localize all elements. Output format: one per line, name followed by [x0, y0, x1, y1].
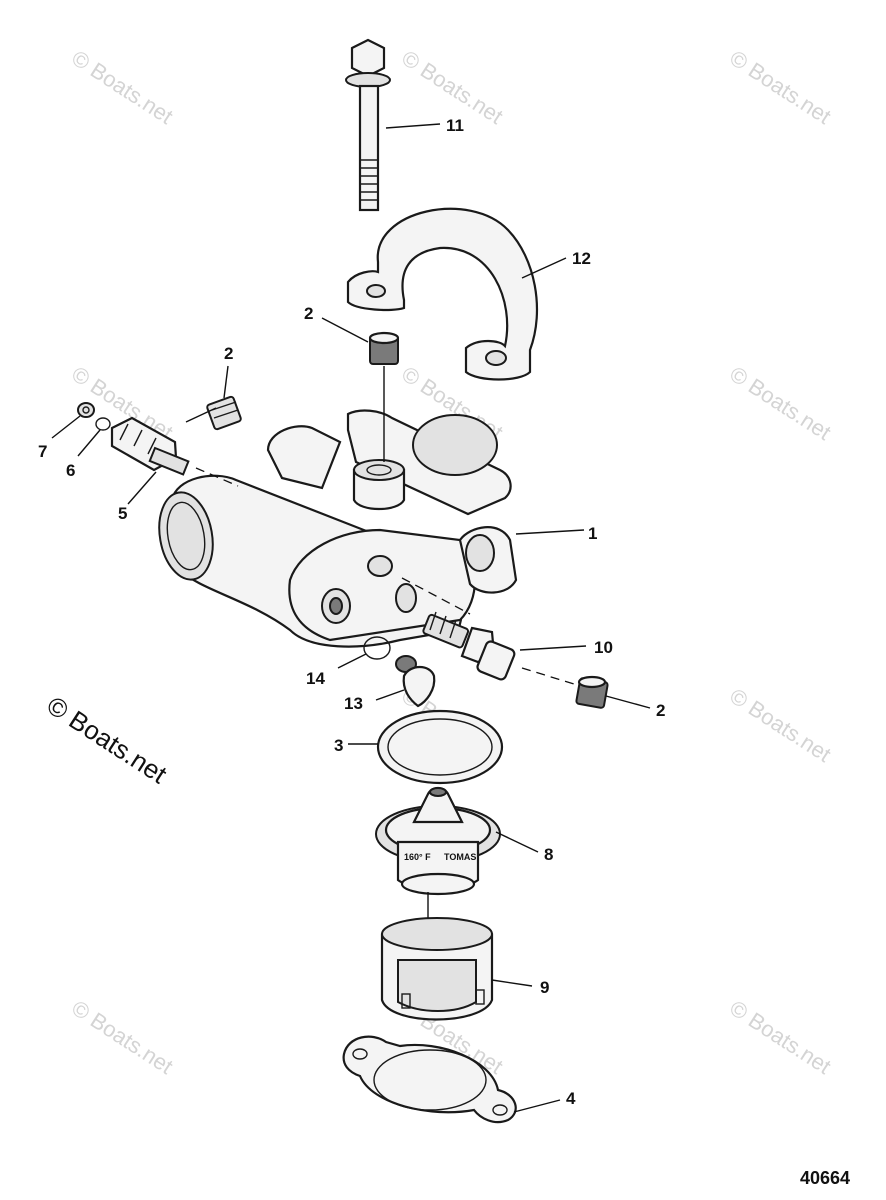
callout-12: 12: [572, 249, 591, 268]
callout-2-top: 2: [304, 304, 313, 323]
callout-5: 5: [118, 504, 127, 523]
callout-14: 14: [306, 669, 325, 688]
callout-1: 1: [588, 524, 597, 543]
part-sleeve: [380, 917, 494, 1021]
callout-7: 7: [38, 442, 47, 461]
callout-8: 8: [544, 845, 553, 864]
assembly-lines: [185, 366, 575, 918]
thermostat-brand-mark: TOMAS: [444, 852, 476, 862]
watermark: © Boats.net: [725, 683, 835, 767]
part-bleed-screw: [395, 655, 436, 708]
part-temp-sensor: [422, 611, 516, 681]
callout-9: 9: [540, 978, 549, 997]
part-nut: [77, 402, 95, 418]
callout-4: 4: [566, 1089, 576, 1108]
watermark: © Boats.net: [67, 995, 177, 1079]
watermark: © Boats.net: [725, 995, 835, 1079]
part-sender: [110, 416, 190, 476]
leader-lines: [51, 123, 651, 1113]
watermark: © Boats.net: [67, 45, 177, 129]
watermark: © Boats.net: [725, 361, 835, 445]
callout-labels: 11 12 2 2 7 6 5 1 10 2 14 13 3 8 9 4: [38, 116, 665, 1108]
part-bracket: [346, 207, 539, 381]
callout-11: 11: [446, 116, 464, 135]
part-plug-right: [575, 675, 609, 709]
callout-10: 10: [594, 638, 613, 657]
part-bolt: [345, 38, 391, 212]
callout-2-right: 2: [656, 701, 665, 720]
part-washer: [95, 417, 111, 431]
part-thermostat-housing: [158, 409, 518, 648]
callout-13: 13: [344, 694, 363, 713]
part-seal: [376, 709, 504, 785]
part-plug-top: [368, 331, 400, 365]
watermark: © Boats.net: [725, 45, 835, 129]
part-gasket: [342, 1035, 517, 1124]
callout-2-left: 2: [224, 344, 233, 363]
part-plug-left: [206, 395, 242, 431]
callout-3: 3: [334, 736, 343, 755]
figure-number: 40664: [800, 1168, 850, 1188]
thermostat-temp-mark: 160° F: [404, 852, 431, 862]
part-o-ring-small: [363, 636, 391, 660]
callout-6: 6: [66, 461, 75, 480]
part-thermostat: 160° F TOMAS: [375, 786, 501, 896]
